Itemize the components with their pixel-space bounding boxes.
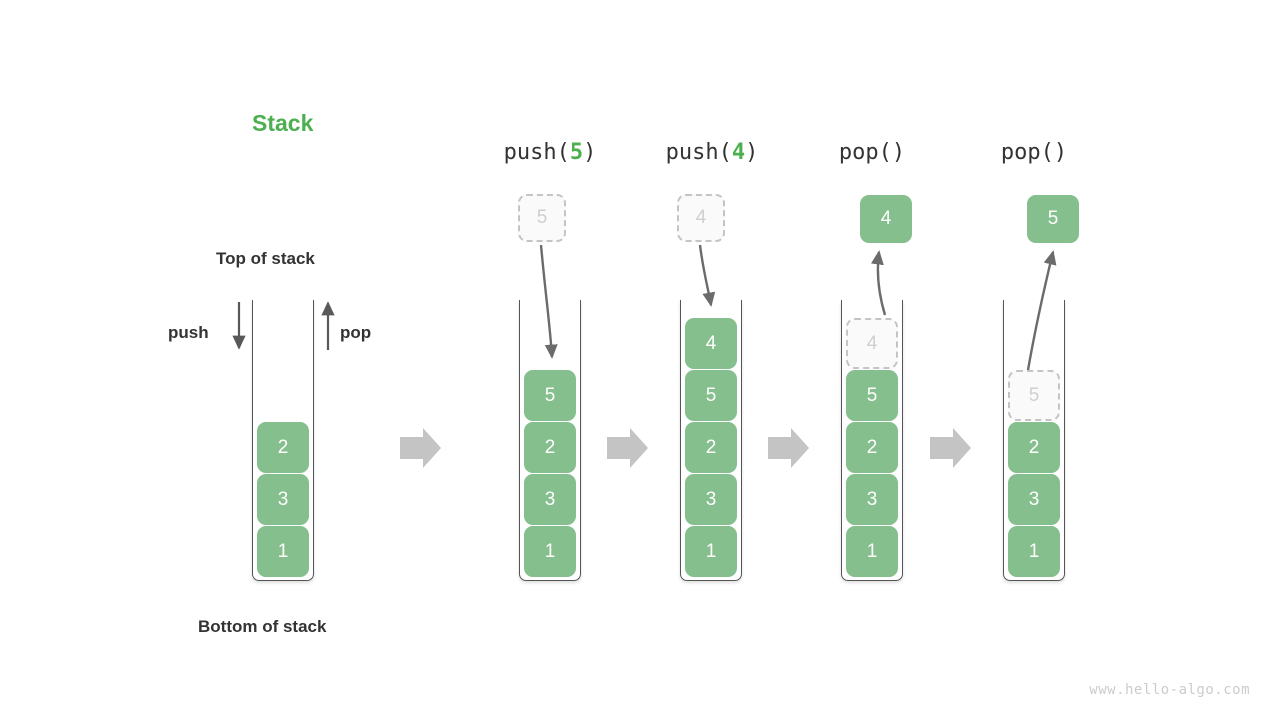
stack-cell: 5 (524, 370, 576, 421)
stack-cell: 1 (1008, 526, 1060, 577)
stack-cell: 2 (257, 422, 309, 473)
op-header-arg: 4 (731, 140, 746, 165)
stack-cell: 3 (524, 474, 576, 525)
stack-container-push-4 (680, 300, 742, 581)
op-header-arg: 5 (569, 140, 584, 165)
popped-cell: 5 (1027, 195, 1079, 243)
flow-arrow (607, 428, 648, 468)
stack-ghost-cell: 4 (846, 318, 898, 369)
push-4-motion-arrow (698, 244, 716, 307)
page-title: Stack (252, 110, 314, 136)
floating-ghost-cell: 5 (518, 194, 566, 242)
stack-cell: 4 (685, 318, 737, 369)
op-header-push-4: push(4) (632, 140, 792, 165)
op-header-prefix: pop( (1000, 140, 1054, 165)
op-header-prefix: push( (665, 140, 732, 165)
flow-arrow (768, 428, 809, 468)
pop-label: pop (340, 323, 372, 342)
stack-cell: 3 (1008, 474, 1060, 525)
op-header-suffix: ) (745, 140, 759, 165)
flow-arrow (400, 428, 441, 468)
op-header-suffix: ) (891, 140, 906, 165)
push-label: push (168, 323, 209, 342)
op-header-suffix: ) (1053, 140, 1068, 165)
op-header-pop-1: pop() (792, 140, 952, 165)
stack-cell: 2 (524, 422, 576, 473)
op-header-push-5: push(5) (470, 140, 630, 165)
op-header-pop-2: pop() (954, 140, 1114, 165)
flow-arrow (930, 428, 971, 468)
stack-cell: 1 (846, 526, 898, 577)
watermark: www.hello-algo.com (1089, 682, 1250, 698)
stack-cell: 2 (1008, 422, 1060, 473)
stack-cell: 1 (524, 526, 576, 577)
stack-cell: 1 (257, 526, 309, 577)
stack-cell: 3 (685, 474, 737, 525)
stack-container-push-5 (519, 300, 581, 581)
stack-container-initial (252, 300, 314, 581)
bottom-of-stack-label: Bottom of stack (198, 617, 327, 636)
stack-cell: 1 (685, 526, 737, 577)
stack-container-pop-1 (841, 300, 903, 581)
stack-cell: 5 (846, 370, 898, 421)
stack-cell: 5 (685, 370, 737, 421)
stack-container-pop-2 (1003, 300, 1065, 581)
stack-cell: 2 (685, 422, 737, 473)
stack-ghost-cell: 5 (1008, 370, 1060, 421)
top-of-stack-label: Top of stack (216, 249, 315, 268)
stack-cell: 2 (846, 422, 898, 473)
op-header-suffix: ) (583, 140, 597, 165)
stack-cell: 3 (846, 474, 898, 525)
op-header-prefix: pop( (838, 140, 892, 165)
floating-ghost-cell: 4 (677, 194, 725, 242)
op-header-prefix: push( (503, 140, 570, 165)
popped-cell: 4 (860, 195, 912, 243)
stack-cell: 3 (257, 474, 309, 525)
